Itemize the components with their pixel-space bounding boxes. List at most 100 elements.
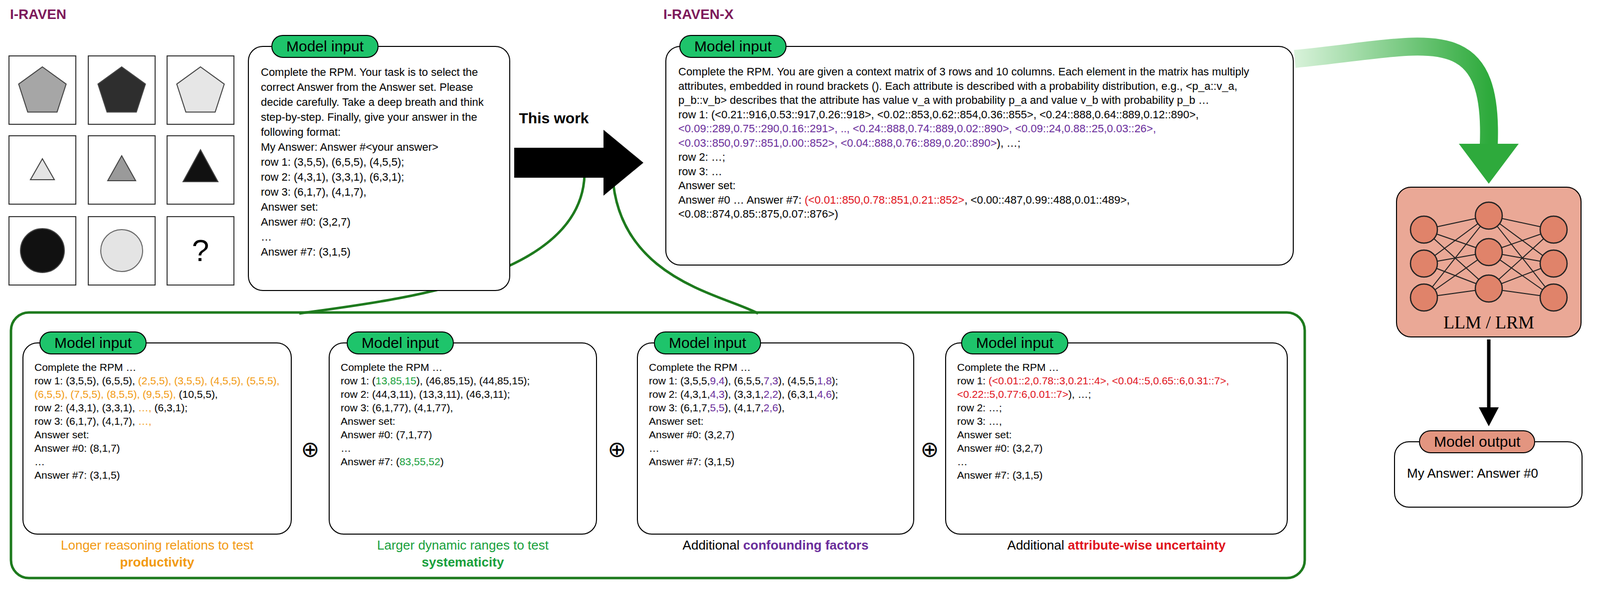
- body-text: row 1: (: [340, 374, 376, 387]
- network-neuron: [1410, 249, 1438, 277]
- missing-panel-mark: ?: [192, 233, 209, 268]
- circle-shape: [20, 228, 65, 273]
- circle-shape: [100, 229, 143, 272]
- network-neuron: [1410, 215, 1438, 243]
- node-body: Complete the RPM …row 1: (3,5,5,9,4), (6…: [637, 343, 914, 474]
- body-text: ), …;: [1068, 388, 1092, 400]
- body-text: row 1: (3,5,5), (6,5,5),: [34, 374, 136, 387]
- node-caption: Longer reasoning relations to testproduc…: [0, 536, 321, 571]
- caption-text: systematicity: [421, 554, 505, 570]
- node-caption: Additionalattribute-wise uncertainty: [916, 536, 1317, 554]
- triangle: [30, 158, 55, 180]
- caption-text: Larger dynamic ranges to test: [377, 537, 549, 553]
- pentagon: [97, 66, 146, 113]
- input-box: My Answer: Answer #0Model output: [1394, 440, 1583, 508]
- panel: [88, 135, 156, 204]
- pill-heading: Model input: [961, 331, 1069, 355]
- body-text: row 3: …: [678, 165, 723, 178]
- pentagon: [18, 66, 66, 113]
- green-region: [10, 312, 1305, 578]
- input-box: Complete the RPM. You are given a contex…: [665, 45, 1294, 266]
- caption-text: Additional: [1007, 537, 1065, 553]
- pill-heading: Model input: [271, 34, 379, 58]
- body-text: Answer #0: (3,2,7): [957, 441, 1043, 454]
- body-text: Answer set:: [957, 428, 1012, 440]
- body-text: row 3: (6,1,77), (4,1,77),: [340, 401, 453, 413]
- arrow-head: [1458, 143, 1519, 184]
- input-box: Complete the RPM. Your task is to select…: [247, 45, 511, 291]
- body-text: Answer set:: [648, 414, 704, 427]
- body-text: My Answer: Answer #<your answer>: [260, 140, 439, 154]
- body-text: row 2: (4,3,1), (3,3,1), (6,3,1);: [260, 170, 404, 184]
- body-text: 9,4: [710, 374, 725, 387]
- body-text: ), (6,5,5,: [724, 374, 764, 387]
- body-text: row 2: (4,3,1,: [648, 388, 711, 400]
- body-text: Answer set:: [260, 200, 319, 213]
- input-box: Complete the RPM …row 1: (3,5,5,9,4), (6…: [636, 342, 915, 535]
- rpm-shapes: [18, 66, 224, 273]
- input-box: Complete the RPM …row 1:(<0.01::2,0.78::…: [945, 342, 1288, 535]
- body-text: My Answer: Answer #0: [1406, 465, 1539, 481]
- body-text: Complete the RPM …: [957, 361, 1059, 373]
- body-text: row 2: (44,3,11), (13,3,11), (46,3,11);: [340, 388, 511, 400]
- body-text: 4,3: [710, 388, 725, 400]
- node-body: Complete the RPM. Your task is to select…: [248, 46, 510, 267]
- body-text: row 1: (3,5,5,: [648, 374, 711, 387]
- body-text: …,: [138, 401, 152, 413]
- plus-symbol: ⊕: [920, 436, 940, 461]
- network-neuron: [1410, 283, 1438, 311]
- body-text: row 3: (6,1,7), (4,1,7),: [34, 414, 136, 427]
- panel: [88, 55, 156, 125]
- body-text: );: [831, 374, 839, 387]
- pill-heading: Model input: [653, 331, 762, 355]
- body-text: …: [957, 455, 968, 467]
- arrow-line: [1487, 339, 1491, 408]
- connector: [1294, 46, 1519, 184]
- network-neuron: [1540, 249, 1568, 277]
- body-text: 5,5: [710, 401, 725, 413]
- caption-text: Additional: [682, 537, 740, 553]
- body-text: …: [34, 455, 45, 467]
- pill-heading: Model output: [1418, 429, 1536, 453]
- pill-heading: Model input: [346, 331, 454, 355]
- network-neuron: [1540, 215, 1568, 243]
- rpm-grid: [8, 55, 234, 285]
- block-arrow: [514, 129, 644, 196]
- body-text: 2,2: [763, 388, 779, 400]
- body-text: Complete the RPM. You are given a contex…: [678, 65, 1250, 107]
- plus-symbol: ⊕: [301, 436, 320, 461]
- body-text: ), (6,3,1,: [778, 388, 817, 400]
- body-text: Answer #7: (3,1,5): [957, 468, 1043, 481]
- input-box: LLM / LRM: [1396, 186, 1582, 338]
- triangle: [107, 155, 136, 181]
- node-caption: Larger dynamic ranges to testsystematici…: [299, 536, 626, 571]
- caption-text: confounding factors: [743, 537, 869, 553]
- body-text: row 1: (3,5,5), (6,5,5), (4,5,5);: [260, 155, 404, 169]
- body-text: Answer #0: (8,1,7): [34, 441, 121, 454]
- body-text: row 3: …,: [957, 414, 1002, 427]
- body-text: …: [648, 441, 660, 454]
- body-text: 4,6: [816, 388, 832, 400]
- caption-text: Longer reasoning relations to test: [60, 537, 254, 553]
- pentagon: [176, 66, 224, 113]
- panel: [8, 135, 76, 204]
- body-text: Answer set:: [340, 414, 396, 427]
- body-text: Answer #0: (3,2,7): [260, 215, 351, 228]
- body-text: ), (46,85,15), (44,85,15);: [416, 374, 531, 387]
- body-text: ),: [778, 401, 785, 413]
- body-text: 7,3: [763, 374, 779, 387]
- connector: [1478, 339, 1499, 426]
- network-neuron: [1540, 283, 1568, 311]
- node-body: Complete the RPM. You are given a contex…: [666, 46, 1293, 229]
- body-text: Complete the RPM. Your task is to select…: [260, 65, 484, 139]
- neural-network: [1410, 201, 1568, 311]
- body-text: row 2: …;: [957, 401, 1002, 413]
- connector: [514, 129, 644, 196]
- panel: [88, 216, 156, 285]
- input-box: Complete the RPM …row 1: (13,85,15), (46…: [328, 342, 598, 535]
- pill-heading: Model input: [679, 34, 787, 58]
- panel: [167, 135, 234, 204]
- node-body: Complete the RPM …row 1:(<0.01::2,0.78::…: [946, 343, 1287, 488]
- body-text: Complete the RPM …: [34, 361, 137, 373]
- node-body: LLM / LRM: [1397, 187, 1581, 336]
